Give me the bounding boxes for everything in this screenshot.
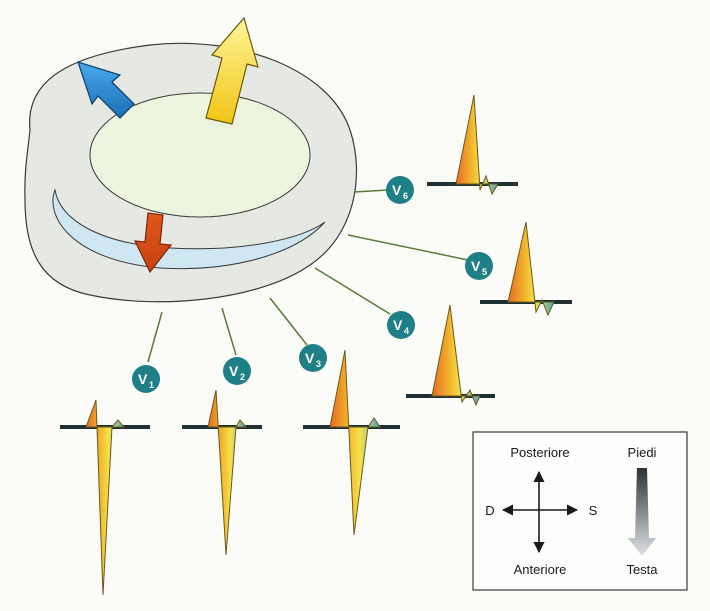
heart-cross-section [24, 42, 358, 303]
orientation-legend: Posteriore Anteriore D S Piedi Testa [472, 431, 688, 591]
lead-line-v5 [347, 234, 469, 261]
legend-s-label: S [589, 503, 598, 518]
lead-badge-v5: V 5 [465, 252, 493, 280]
lead-badge-subscript: 5 [482, 267, 487, 277]
lead-line-v4 [314, 267, 391, 315]
legend-d-label: D [485, 503, 494, 518]
lead-badge-v4: V 4 [387, 311, 415, 339]
right-ventricle-cavity [52, 188, 326, 270]
gradient-arrow-icon [628, 468, 656, 556]
blue-vector-arrow [77, 61, 135, 119]
ecg-waveform-v1 [60, 399, 150, 596]
lead-badge-subscript: 2 [240, 372, 245, 382]
lead-badge-letter: V [229, 363, 239, 379]
yellow-vector-arrow [205, 16, 259, 125]
left-ventricle-cavity [89, 92, 311, 218]
lead-badge-v6: V 6 [386, 176, 414, 204]
lead-lines [147, 189, 469, 363]
lead-badge-subscript: 6 [403, 191, 408, 201]
legend-anteriore-label: Anteriore [514, 562, 567, 577]
ecg-waveform-v2 [182, 389, 262, 556]
lead-badge-subscript: 4 [404, 326, 409, 336]
lead-badge-v1: V 1 [132, 365, 160, 393]
legend-testa-label: Testa [626, 562, 658, 577]
ecg-waveform-v6 [427, 94, 518, 196]
legend-posteriore-label: Posteriore [510, 445, 569, 460]
lead-badge-letter: V [392, 182, 402, 198]
legend-frame [472, 431, 688, 591]
lead-badge-v2: V 2 [223, 357, 251, 385]
lead-line-v3 [269, 297, 308, 346]
lead-line-v6 [353, 189, 389, 193]
legend-piedi-label: Piedi [628, 445, 657, 460]
lead-badge-subscript: 1 [149, 380, 154, 390]
ecg-waveform-v5 [480, 221, 572, 317]
lead-badge-subscript: 3 [316, 359, 321, 369]
lead-badge-letter: V [393, 317, 403, 333]
lead-badge-letter: V [305, 350, 315, 366]
lead-badge-v3: V 3 [299, 344, 327, 372]
red-vector-arrow [133, 212, 173, 274]
lead-badge-letter: V [138, 371, 148, 387]
ecg-waveform-v3 [303, 349, 400, 536]
lead-line-v2 [221, 307, 237, 356]
lead-line-v1 [147, 311, 163, 363]
lead-badge-letter: V [471, 258, 481, 274]
ecg-waveform-v4 [406, 304, 495, 407]
